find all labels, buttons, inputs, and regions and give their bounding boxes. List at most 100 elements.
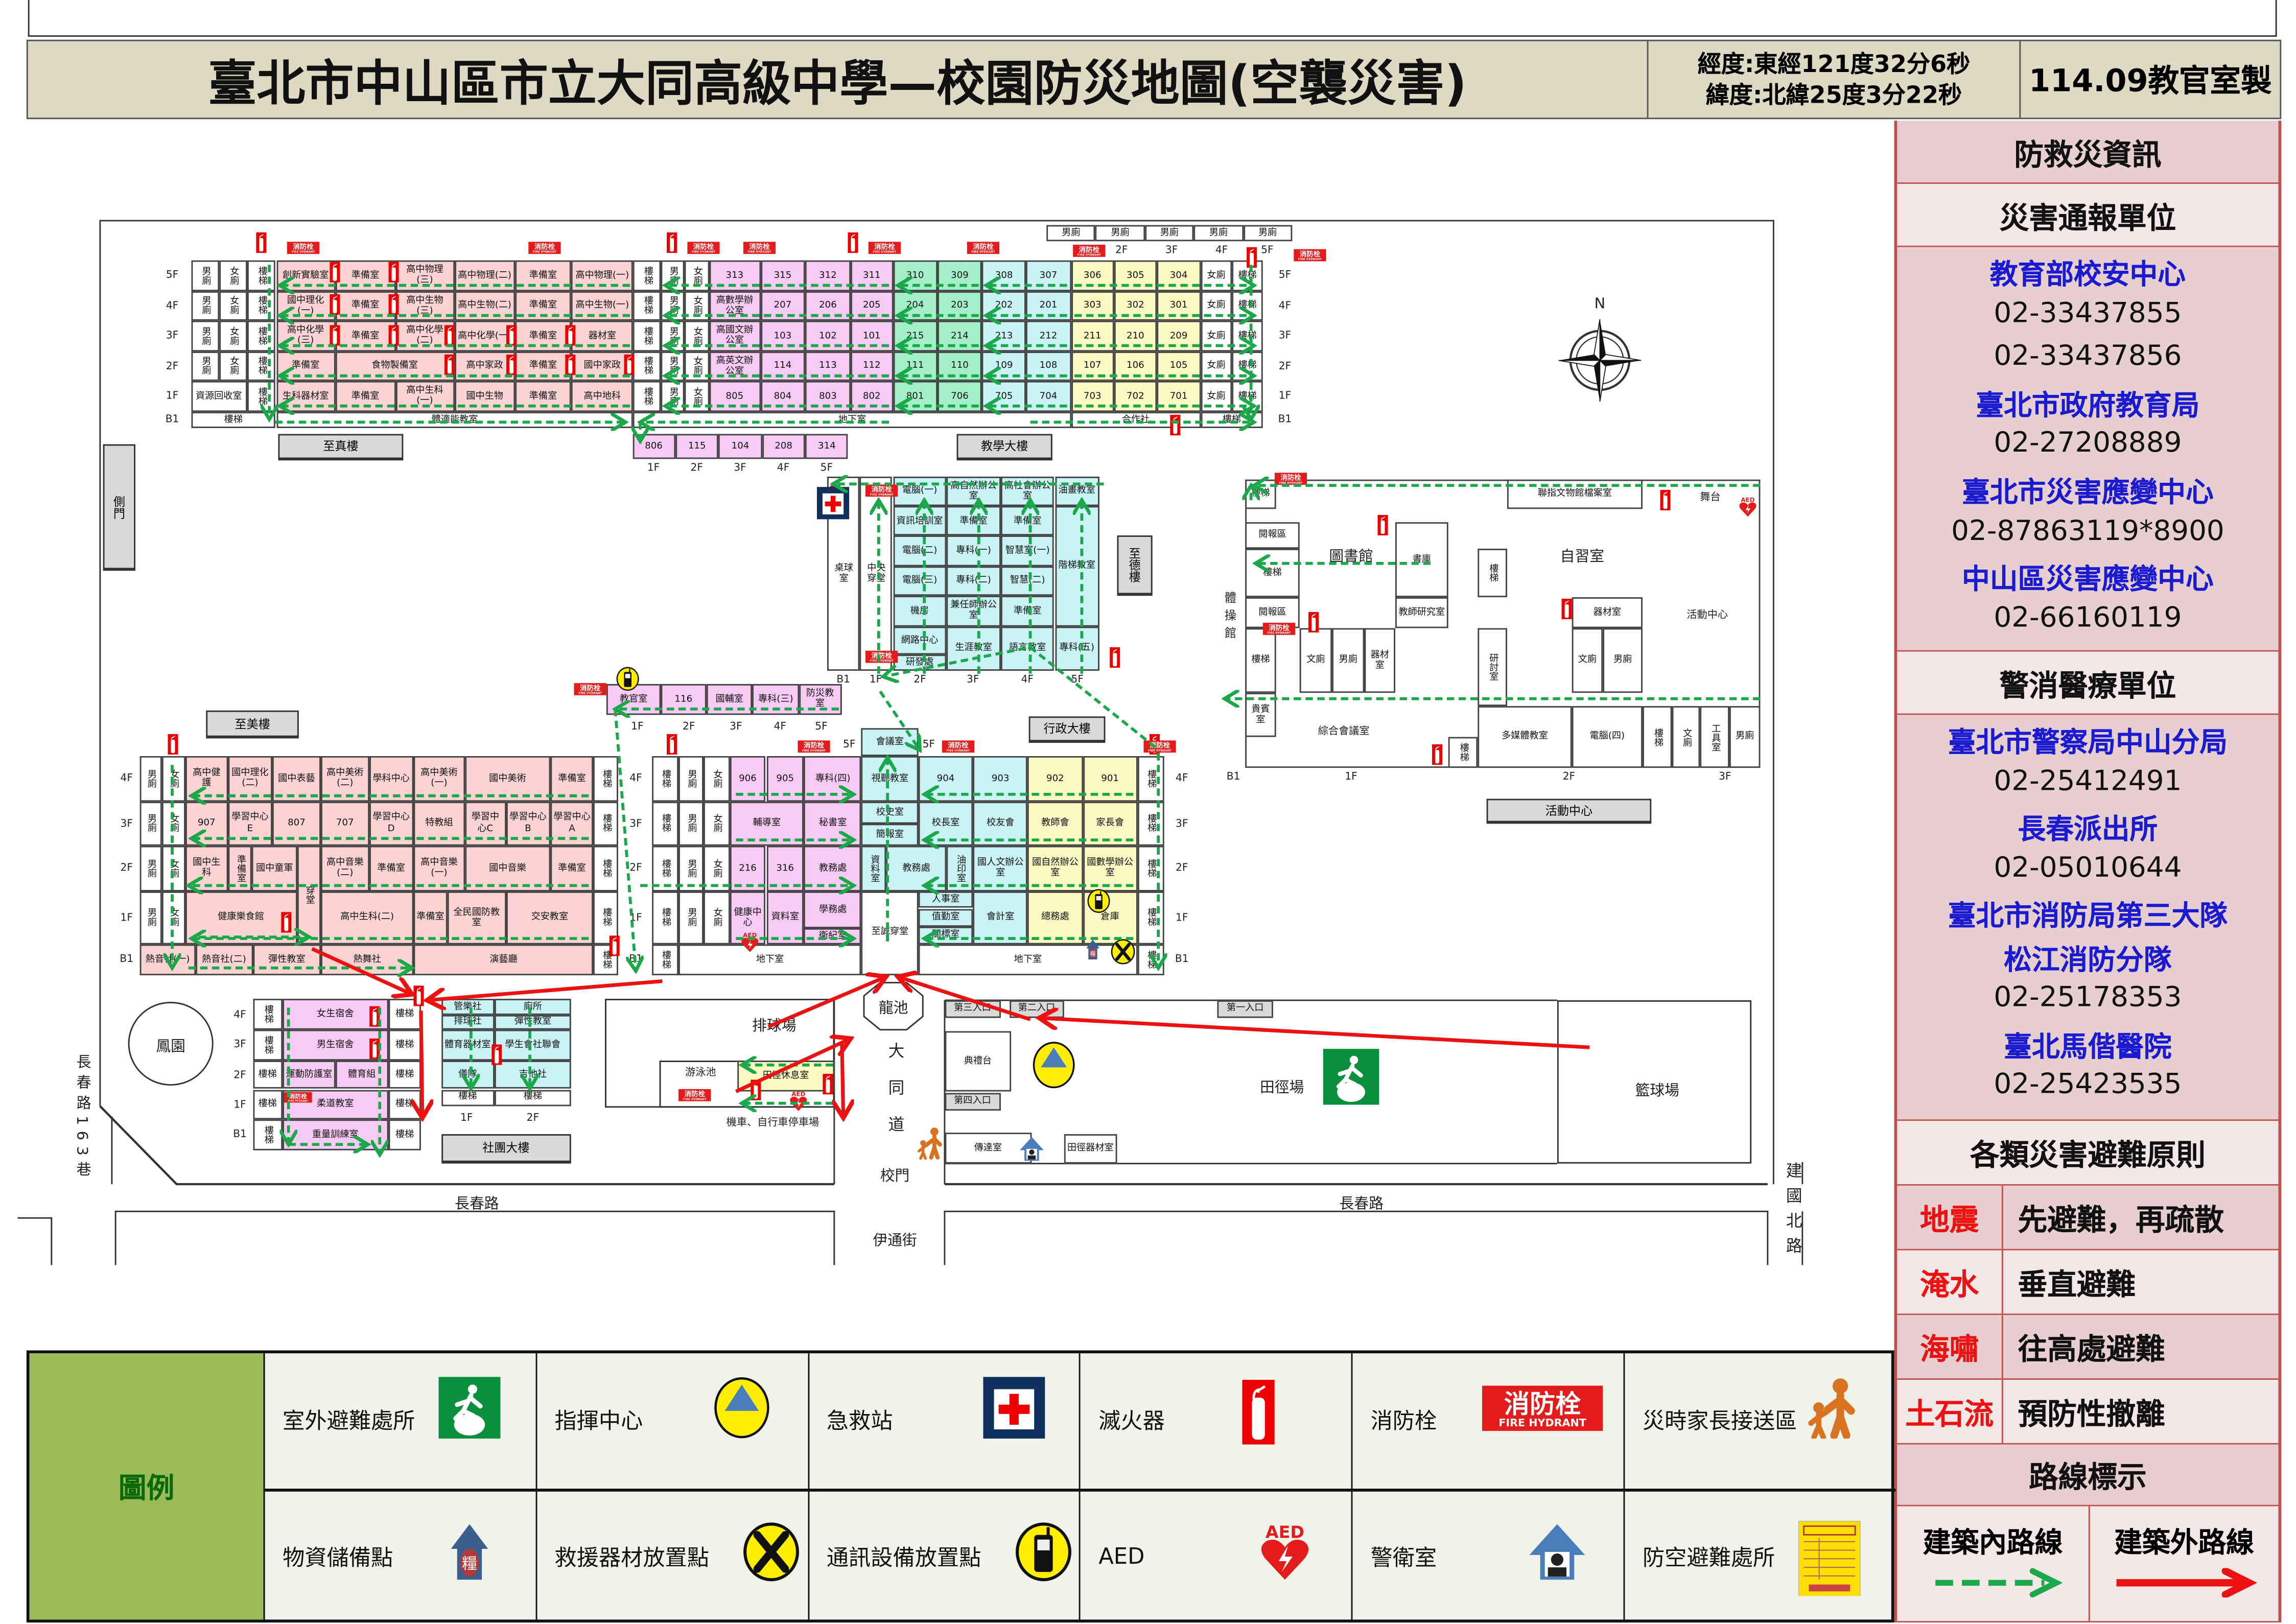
room-cell: 樓梯 bbox=[633, 260, 661, 291]
room-cell: 準備室 bbox=[369, 845, 414, 891]
room-label: 樓梯 bbox=[660, 950, 671, 969]
room-label: 教務處 bbox=[818, 863, 847, 874]
room-cell: 103 bbox=[760, 320, 805, 351]
room-cell: 905 bbox=[766, 756, 805, 802]
room-label: 215 bbox=[906, 330, 924, 341]
room-cell: 310 bbox=[893, 260, 938, 291]
room-cell: 學務處 bbox=[804, 890, 862, 928]
room-label: 學科中心 bbox=[372, 773, 410, 784]
room-cell: 206 bbox=[805, 290, 851, 321]
room-label: 女廁 bbox=[1207, 270, 1226, 280]
legend-label: 警衛室 bbox=[1370, 1544, 1437, 1571]
fire-extinguisher-icon bbox=[609, 935, 620, 956]
floor-label: 5F bbox=[843, 738, 856, 750]
room-cell: 女廁 bbox=[684, 290, 709, 321]
room-label: 樓梯 bbox=[642, 296, 653, 315]
room-cell: 樓梯 bbox=[1448, 737, 1478, 768]
study-room-label: 自習室 bbox=[1560, 549, 1605, 566]
room-label: 男廁 bbox=[145, 814, 156, 833]
room-label: 女廁 bbox=[691, 296, 702, 315]
room-cell: 資源回收室 bbox=[191, 381, 247, 411]
phone-number: 02-25423535 bbox=[1994, 1068, 2182, 1100]
room-cell: 文廁 bbox=[1299, 628, 1332, 693]
room-label: 校友會 bbox=[986, 818, 1015, 829]
floor-label: 5F bbox=[166, 269, 179, 281]
room-label: 女廁 bbox=[691, 357, 702, 375]
command-center-icon bbox=[1030, 1042, 1077, 1089]
room-label: 女廁 bbox=[228, 326, 239, 345]
room-label: 學習中心D bbox=[372, 812, 410, 834]
room-label: 專科(三) bbox=[758, 694, 793, 704]
floor-label: 2F bbox=[166, 360, 179, 372]
room-cell: 地下室 bbox=[918, 944, 1138, 975]
floor-label: 5F bbox=[1261, 244, 1274, 256]
phone-number: 02-25412491 bbox=[1994, 764, 2182, 797]
school-gate-label: 校門 bbox=[880, 1168, 910, 1185]
svg-text:消防栓: 消防栓 bbox=[1280, 474, 1301, 482]
room-cell: 男廁 bbox=[139, 756, 161, 802]
svg-text:消防栓: 消防栓 bbox=[293, 243, 314, 251]
room-cell: 女廁 bbox=[1200, 290, 1232, 321]
legend-label: 滅火器 bbox=[1098, 1408, 1165, 1435]
room-label: 樓梯 bbox=[1145, 769, 1156, 788]
room-label: 語言教室 bbox=[1009, 643, 1046, 654]
room-cell: 準備室 bbox=[276, 350, 336, 381]
floor-label: B1 bbox=[629, 953, 643, 966]
floor-label: 3F bbox=[734, 462, 746, 474]
room-label: 準備室 bbox=[291, 360, 320, 371]
room-label: 905 bbox=[776, 773, 794, 784]
room-label: 706 bbox=[951, 390, 969, 402]
room-cell: 準備室 bbox=[515, 381, 571, 411]
room-cell: 313 bbox=[709, 260, 761, 291]
room-label: 女廁 bbox=[228, 296, 239, 315]
communication-device-icon bbox=[615, 666, 640, 691]
room-label: 機房 bbox=[910, 605, 929, 616]
room-cell: 資料室 bbox=[766, 890, 805, 945]
room-label: 閱報區 bbox=[1258, 607, 1286, 618]
room-label: 805 bbox=[725, 390, 744, 402]
room-cell: 準備室 bbox=[946, 506, 1001, 536]
room-label: 專科(二) bbox=[956, 575, 991, 586]
room-label: 男廁 bbox=[1736, 732, 1754, 742]
room-cell: 男廁 bbox=[1603, 628, 1643, 693]
fire-extinguisher-icon bbox=[565, 354, 576, 375]
room-label: 體育組 bbox=[347, 1069, 376, 1080]
room-label: 準備室 bbox=[351, 300, 380, 311]
room-cell: 學習中心B bbox=[505, 801, 551, 846]
room-cell: 油畫教室 bbox=[1055, 476, 1099, 507]
room-label: 113 bbox=[819, 360, 837, 371]
room-label: 樓梯 bbox=[523, 1092, 542, 1103]
room-label: 準備室 bbox=[529, 270, 557, 280]
floor-label: 2F bbox=[1176, 862, 1188, 874]
ceremony-stage: 典禮台 bbox=[944, 1031, 1012, 1092]
legend-item: 救援器材放置點 bbox=[535, 1488, 808, 1623]
room-label: 國中美術 bbox=[489, 773, 526, 784]
legend-label: 災時家長接送區 bbox=[1642, 1408, 1797, 1435]
room-cell: 樓梯 bbox=[1232, 290, 1263, 321]
floor-label: 2F bbox=[690, 462, 703, 474]
room-cell: 116 bbox=[661, 684, 707, 715]
room-cell: 熱舞社 bbox=[321, 944, 414, 975]
unit-name: 臺北市警察局中山分局 bbox=[1948, 726, 2228, 759]
room-cell: 女廁 bbox=[684, 381, 709, 411]
room-cell: 高中美術(一) bbox=[413, 756, 465, 802]
room-cell: 防災教室 bbox=[799, 684, 841, 715]
header-bar: 臺北市中山區市立大同高級中學—校園防災地圖(空襲災害) 經度:東經121度32分… bbox=[26, 39, 2282, 120]
route-outside-key: 建築外路線 bbox=[2090, 1507, 2279, 1621]
room-cell: 國數學辦公室 bbox=[1083, 845, 1138, 891]
room-cell: 702 bbox=[1114, 381, 1157, 411]
room-cell: 教務處 bbox=[804, 845, 862, 891]
room-cell: 廁所 bbox=[494, 999, 571, 1015]
room-cell: 準備室 bbox=[335, 320, 395, 351]
room-cell: 重量訓練室 bbox=[283, 1119, 388, 1150]
room-label: 準備室 bbox=[558, 863, 586, 874]
room-cell: 樓梯 bbox=[252, 1119, 283, 1150]
room-cell: 樓梯 bbox=[652, 845, 678, 891]
floor-label: 2F bbox=[682, 720, 695, 733]
room-cell: 器材室 bbox=[1364, 628, 1395, 693]
track-storage: 田徑器材室 bbox=[1063, 1133, 1117, 1164]
room-label: 學生會社聯會 bbox=[505, 1039, 561, 1050]
room-cell: 214 bbox=[937, 320, 982, 351]
floor-label: 3F bbox=[629, 817, 642, 830]
